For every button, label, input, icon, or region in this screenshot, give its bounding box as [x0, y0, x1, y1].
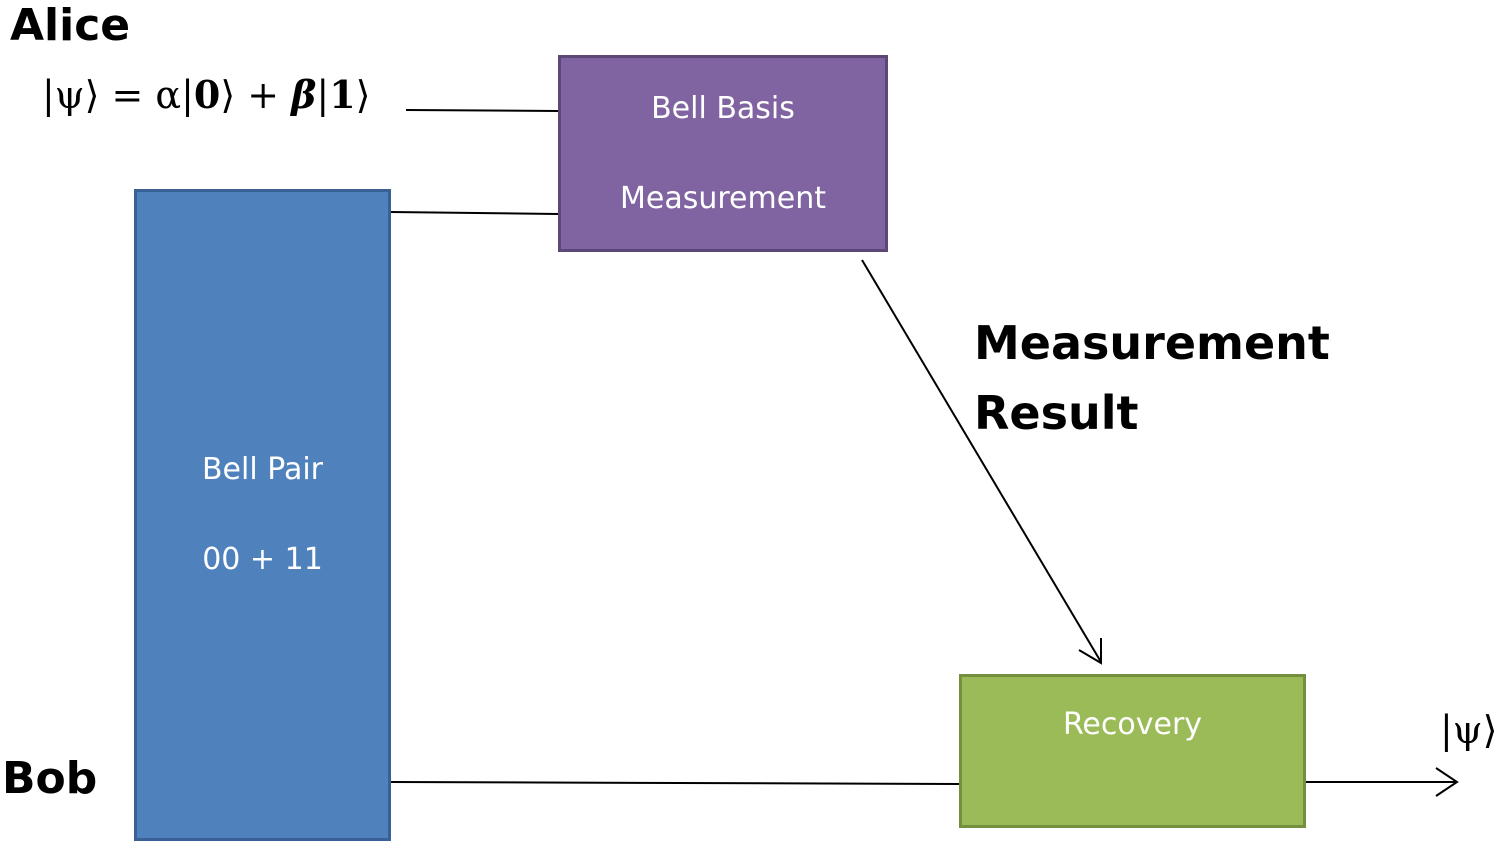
input-state-label: |ψ⟩ = α|0⟩ + β|1⟩	[42, 73, 371, 117]
alice-label: Alice	[10, 0, 131, 51]
measurement-result-arrowhead	[1078, 638, 1102, 665]
bob-label: Bob	[2, 753, 98, 804]
input-wire	[405, 109, 559, 112]
output-arrowhead	[1435, 767, 1459, 797]
output-state-label: |ψ⟩	[1440, 708, 1498, 752]
recovery-label: Recovery	[1062, 707, 1203, 742]
input-state-one: 1	[329, 72, 356, 117]
input-state-zero: 0	[193, 72, 221, 117]
bob-qubit-wire	[390, 781, 960, 785]
recovery-block: Recovery	[959, 674, 1306, 828]
bell-pair-block: Bell Pair 00 + 11	[134, 189, 391, 841]
bell-pair-line1: Bell Pair	[201, 452, 324, 487]
measurement-result-line1: Measurement	[974, 316, 1330, 370]
bell-pair-line2: 00 + 11	[202, 542, 323, 577]
input-state-beta: β	[291, 72, 317, 117]
input-state-plus: ⟩ +	[220, 73, 292, 117]
measurement-result-wire	[861, 259, 1102, 663]
bell-basis-measurement-block: Bell Basis Measurement	[558, 55, 888, 252]
measurement-result-line2: Result	[974, 386, 1139, 440]
input-state-bar: |	[316, 73, 330, 117]
bell-basis-line2: Measurement	[620, 180, 826, 216]
measurement-result-label: Measurement Result	[974, 308, 1330, 448]
input-state-psi: |ψ⟩ = α|	[42, 73, 194, 117]
alice-qubit-wire	[390, 211, 559, 215]
input-state-close: ⟩	[355, 73, 371, 117]
bell-basis-line1: Bell Basis	[651, 90, 795, 126]
